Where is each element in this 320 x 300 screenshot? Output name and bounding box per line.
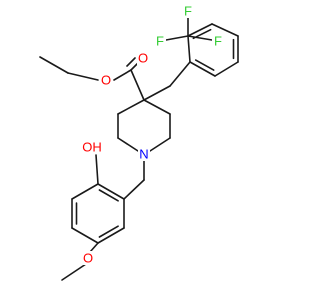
atom-ester-ether-oxygen: O <box>100 73 112 88</box>
bond-c4-benzyl-ch2 <box>143 85 171 101</box>
bond-cf3-c-f-right <box>187 35 213 41</box>
bond-lring-c3-c2 <box>71 183 99 200</box>
bond-ring-c2-c3 <box>187 23 213 37</box>
bond-carbonyl-c-c4 <box>130 69 145 101</box>
bond-ring-c2-n <box>117 137 139 152</box>
bond-ring-c3-c4 <box>211 23 239 37</box>
atom-label-o: O <box>83 251 93 266</box>
bond-ring-c6-c1-inner <box>194 59 215 71</box>
atom-hydroxyl-group: OH <box>80 140 104 155</box>
bond-lring-c2-oh <box>95 154 99 185</box>
atom-label-layer: O O N OH O F F F <box>80 4 224 266</box>
bond-ring-n-c6 <box>149 137 171 152</box>
atom-label-f: F <box>184 4 192 19</box>
atom-label-o: O <box>101 73 111 88</box>
bond-lring-c5-c4 <box>71 227 99 244</box>
bond-lring-c5-o <box>89 242 99 253</box>
atom-fluorine-left: F <box>154 34 166 49</box>
atom-label-f: F <box>156 34 164 49</box>
bond-ethyl-ch3-ch2 <box>39 56 69 74</box>
molecule-structure-diagram: O O N OH O F F F <box>39 4 239 281</box>
atom-label-n: N <box>139 147 148 162</box>
bond-benzyl-ch2-ring <box>169 61 191 87</box>
bond-cf3-c-f-left <box>165 35 189 41</box>
bond-ring-c6-c1 <box>189 61 216 77</box>
bond-ring-c4-c3 <box>117 99 145 115</box>
bond-benzyl-ch2-ring-lower <box>123 179 145 200</box>
atom-ester-carbonyl-oxygen: O <box>137 51 149 66</box>
atom-label-o: O <box>138 51 148 66</box>
bond-carbonyl-c-o-double <box>126 57 136 67</box>
bond-ring-c5-c4 <box>143 99 171 115</box>
bond-lring-c6-c5-inner <box>98 225 119 238</box>
atom-label-oh: OH <box>82 140 102 155</box>
bond-lring-c6-c5 <box>97 227 125 244</box>
bond-ring-c5-c6 <box>214 61 239 77</box>
bond-ether-o-carbonyl-c <box>113 69 132 81</box>
bond-layer <box>39 17 239 281</box>
bond-lring-c2-c1-inner <box>98 189 119 202</box>
atom-label-f: F <box>214 34 222 49</box>
atom-fluorine-top: F <box>182 4 194 19</box>
bond-lring-c2-c1 <box>97 183 125 200</box>
bond-ring-c1-c2 <box>187 35 191 63</box>
atom-methoxy-oxygen: O <box>82 251 94 266</box>
bond-methoxy-o-ch3 <box>61 263 87 281</box>
bond-ethyl-ch2-o <box>67 72 99 81</box>
atom-piperidine-nitrogen: N <box>138 147 150 162</box>
atom-fluorine-right: F <box>212 34 224 49</box>
